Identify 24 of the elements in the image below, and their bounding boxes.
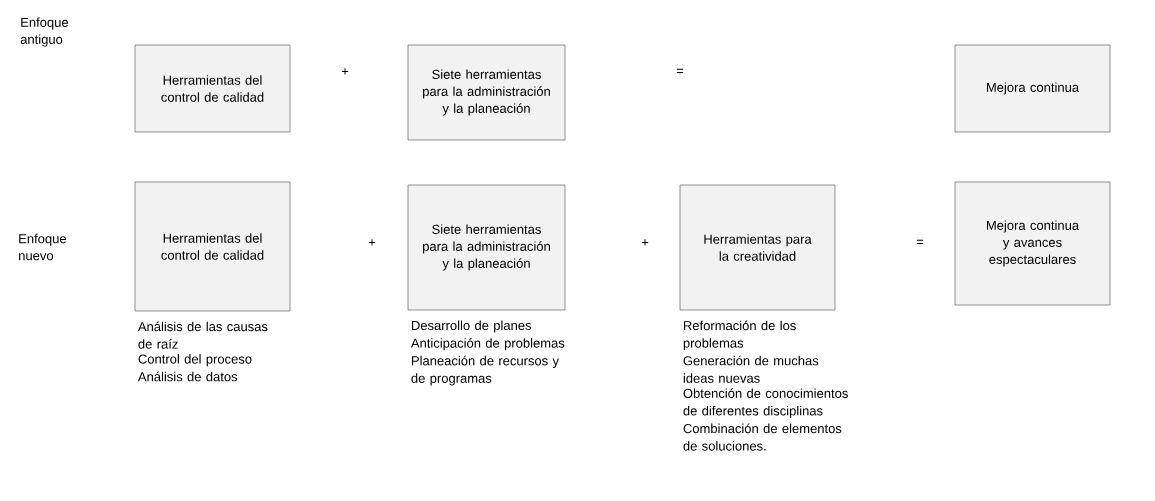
row-label: Enfoque antiguo [20,17,69,47]
list-item: Control del proceso [138,354,252,367]
operator-sign: = [916,239,924,244]
list-item: Análisis de datos [137,371,238,382]
process-box: Herramientas del control de calidad [134,181,291,312]
list-item: Desarrollo de planes [411,320,532,333]
list-item: Obtención de conocimientos de diferentes disciplinas [683,388,848,419]
process-box: Mejora continua y avances espectaculares [954,181,1111,306]
list-item: Análisis de las causas de raíz [137,321,268,349]
operator-sign: + [368,239,376,246]
operator-sign: = [676,68,684,73]
process-box: Siete herramientas para la administración y la planeación [407,44,566,141]
list-item: Reformación de los problemas [683,320,796,351]
list-item: Generación de muchas ideas nuevas [683,355,819,383]
list-item: Combinación de elementos de soluciones. [683,423,842,451]
operator-sign: + [341,68,349,75]
row-label: Enfoque nuevo [19,233,67,261]
process-box: Herramientas del control de calidad [134,44,291,133]
list-item: Anticipación de problemas [410,338,565,351]
operator-sign: + [641,239,649,246]
process-box: Herramientas para la creatividad [679,184,836,311]
list-item: Planeación de recursos y de programas [411,355,559,386]
process-box: Mejora continua [954,44,1111,133]
process-box: Siete herramientas para la administración y la planeación [407,184,566,311]
